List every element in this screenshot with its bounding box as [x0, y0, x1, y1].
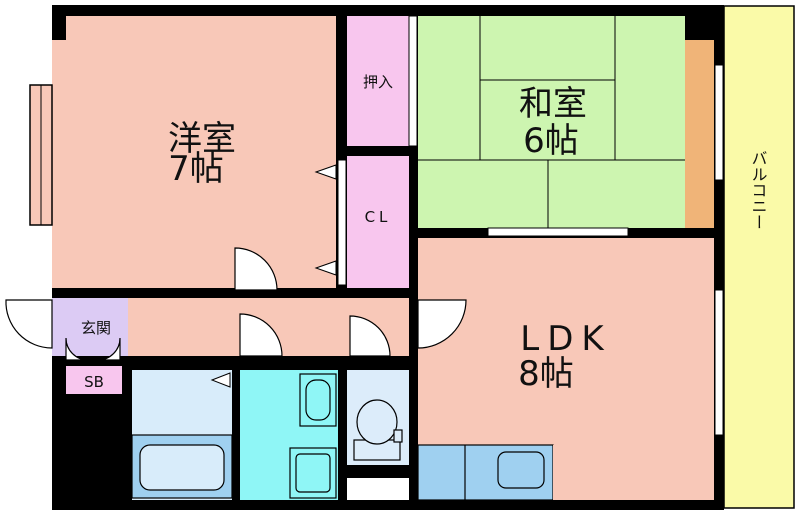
- japanese-room-name: 和室: [519, 84, 587, 124]
- western-room-size: 7帖: [168, 149, 224, 189]
- western-room-notch: [52, 40, 66, 288]
- cl-closet: [347, 156, 409, 288]
- oshiire-label: 押入: [363, 73, 393, 91]
- door-swings: [5, 247, 467, 361]
- storage-nook: [347, 478, 409, 500]
- japanese-room-size: 6帖: [523, 121, 579, 161]
- sliding-doors: [337, 15, 724, 436]
- closet-label: CL: [365, 208, 392, 226]
- genkan-area: [66, 298, 128, 356]
- bathtub: [131, 434, 233, 499]
- kitchen-counter: [417, 444, 684, 501]
- balcony-label: バルコニー: [749, 150, 768, 230]
- shoebox-label: SB: [84, 373, 104, 391]
- shoebox: [66, 366, 122, 394]
- tatami-lines: [418, 16, 685, 228]
- oshiire-closet: [347, 16, 409, 146]
- ldk-room-name: LDK: [520, 319, 611, 359]
- tokonoma: [685, 40, 714, 228]
- toilet: [353, 399, 403, 461]
- closet-arrows: [210, 164, 337, 388]
- genkan-floor: [52, 298, 66, 356]
- ldk-room-size: 8帖: [518, 354, 574, 394]
- washbasin: [299, 373, 337, 427]
- japanese-room: [418, 16, 685, 228]
- western-room: [66, 16, 336, 288]
- balcony: [723, 5, 795, 509]
- western-room-name: 洋室: [168, 119, 236, 159]
- washing-machine: [289, 447, 337, 499]
- genkan-label: 玄関: [81, 319, 111, 337]
